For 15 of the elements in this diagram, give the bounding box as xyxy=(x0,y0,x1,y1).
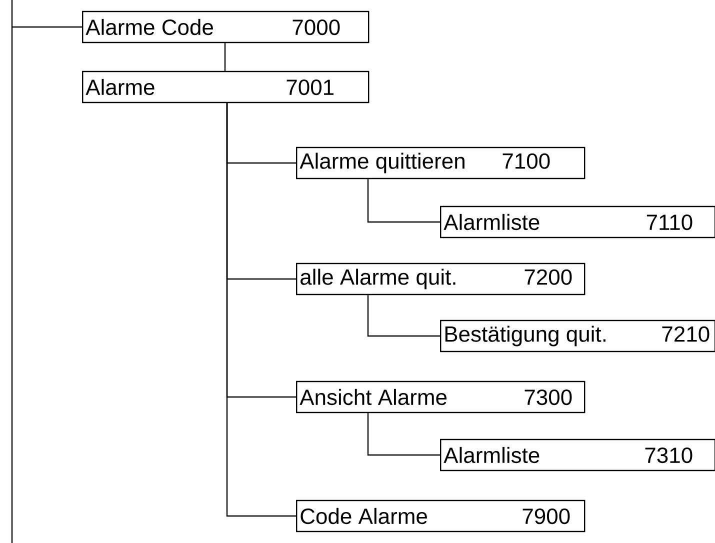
menu-box: alle Alarme quit. 7200 xyxy=(296,262,586,296)
connector-line xyxy=(226,103,296,517)
connector-line xyxy=(12,26,82,28)
connector-line xyxy=(367,179,440,223)
menu-box: Alarme quittieren 7100 xyxy=(296,146,586,180)
menu-box: Alarme 7001 xyxy=(82,70,370,104)
menu-box: Alarme Code 7000 xyxy=(82,10,370,44)
menu-box: Alarmliste 7110 xyxy=(440,206,715,238)
connector-line xyxy=(367,413,440,456)
menu-box: Ansicht Alarme 7300 xyxy=(296,380,586,414)
connector-line xyxy=(367,295,440,337)
connector-line xyxy=(224,43,226,71)
menu-box: Bestätigung quit. 7210 xyxy=(440,320,715,352)
menu-box: Code Alarme 7900 xyxy=(296,500,586,532)
menu-box: Alarmliste 7310 xyxy=(440,438,715,472)
